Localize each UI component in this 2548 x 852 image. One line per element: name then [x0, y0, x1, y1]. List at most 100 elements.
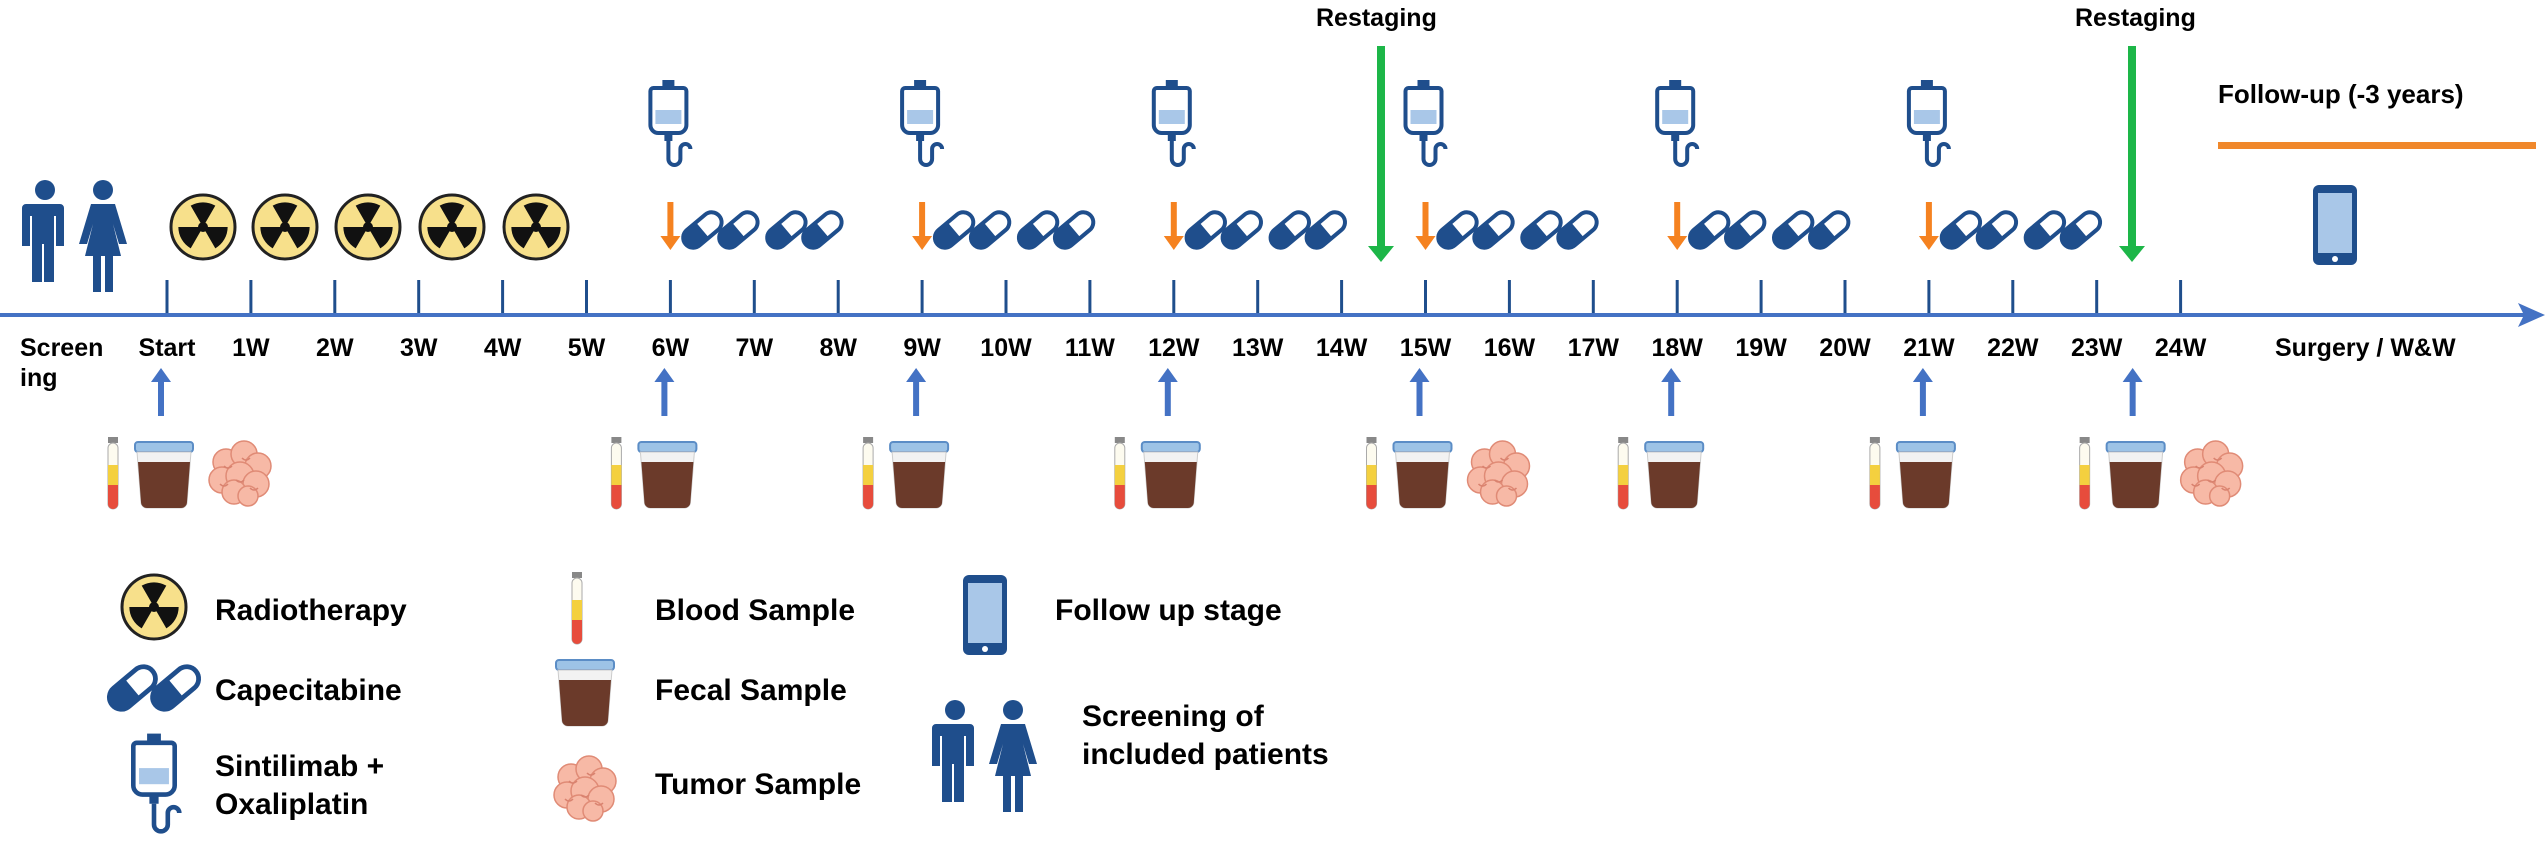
- tumor-icon: [208, 440, 272, 507]
- fecal-cup-icon: [1392, 441, 1453, 509]
- legend-tumor-icon: [553, 755, 617, 822]
- tick-label: 4W: [483, 334, 522, 362]
- phone-icon: [2313, 185, 2357, 265]
- tick-label: 12W: [1148, 334, 1200, 362]
- capsule-icon: [763, 208, 846, 252]
- capsule-icon: [2022, 208, 2105, 252]
- blood-tube-icon: [2079, 436, 2091, 510]
- radiation-icon: [502, 193, 570, 261]
- tick-label: 14W: [1315, 334, 1368, 362]
- radiation-icon: [251, 193, 319, 261]
- fecal-cup-icon: [2105, 441, 2166, 509]
- tick-label: 11W: [1064, 334, 1115, 362]
- blue-up-arrow: [2122, 368, 2143, 416]
- tick-label: 22W: [1987, 334, 2039, 362]
- tick-label: 13W: [1231, 334, 1284, 362]
- iv-bag-icon: [1655, 78, 1700, 167]
- tick-label: 24W: [2154, 334, 2207, 362]
- blue-up-arrow: [1409, 368, 1430, 416]
- orange-down-arrow: [1667, 202, 1688, 250]
- blue-up-arrow: [1912, 368, 1933, 416]
- tick-label: 17W: [1567, 334, 1619, 362]
- tumor-icon: [1466, 440, 1531, 507]
- restaging-label: Restaging: [1316, 4, 1437, 32]
- restaging-arrowhead: [2119, 246, 2145, 262]
- blue-up-arrow: [654, 368, 675, 416]
- orange-down-arrow: [1415, 202, 1436, 250]
- legend-tumor-label: Tumor Sample: [655, 768, 862, 801]
- capsule-icon: [1183, 208, 1266, 252]
- tick-label: 15W: [1399, 334, 1452, 362]
- fecal-cup-icon: [1895, 441, 1956, 509]
- capsule-icon: [1267, 208, 1350, 252]
- blood-tube-icon: [1366, 436, 1377, 510]
- blood-tube-icon: [862, 436, 874, 510]
- capsule-icon: [1015, 208, 1098, 252]
- followup-bar: [2218, 142, 2536, 149]
- tick-label: 1W: [232, 334, 270, 362]
- blood-tube-icon: [1114, 436, 1126, 510]
- legend-ivbag-icon: [133, 734, 179, 832]
- tick-label: 10W: [980, 334, 1032, 362]
- legend-woman-icon: [989, 700, 1037, 812]
- blood-tube-icon: [1617, 436, 1629, 510]
- tick-label: 20W: [1819, 334, 1871, 362]
- fecal-cup-icon: [1140, 441, 1201, 509]
- restaging-arrowhead: [1368, 246, 1394, 262]
- legend-phone-icon: [963, 575, 1007, 655]
- end-label: Surgery / W&W: [2275, 334, 2456, 362]
- iv-bag-icon: [648, 78, 693, 167]
- legend-followup-label: Follow up stage: [1055, 594, 1282, 627]
- tick-label: 21W: [1903, 334, 1955, 362]
- timeline-axis-arrowhead: [2518, 303, 2545, 327]
- woman-icon: [79, 180, 127, 292]
- blood-tube-icon: [107, 436, 119, 510]
- restaging-label: Restaging: [2075, 4, 2196, 32]
- iv-bag-icon: [900, 78, 945, 167]
- capsule-icon: [1686, 208, 1769, 252]
- capsule-icon: [931, 208, 1014, 252]
- restaging-bar: [2128, 46, 2136, 254]
- followup-label: Follow-up (-3 years): [2218, 79, 2464, 109]
- legend-cup-icon: [555, 659, 615, 727]
- tick-label: Start: [138, 334, 196, 362]
- blue-up-arrow: [906, 368, 927, 416]
- orange-down-arrow: [1918, 202, 1939, 250]
- tick-label: 3W: [399, 334, 438, 362]
- radiotherapy-week-icons: [169, 193, 570, 261]
- tick-label: 16W: [1483, 334, 1536, 362]
- tick-label: 19W: [1735, 334, 1787, 362]
- blue-up-arrow: [1157, 368, 1178, 416]
- tick-label: 9W: [903, 334, 941, 362]
- legend-man-icon: [932, 700, 974, 802]
- capsule-icon: [1434, 208, 1517, 252]
- legend-radiation-icon: [120, 573, 188, 641]
- fecal-cup-icon: [637, 441, 698, 509]
- radiation-icon: [418, 193, 486, 261]
- orange-down-arrow: [1163, 202, 1184, 250]
- tick-label: 2W: [316, 334, 354, 362]
- legend-capecitabine-label: Capecitabine: [215, 674, 402, 707]
- tick-label: 23W: [2070, 334, 2123, 362]
- radiation-icon: [169, 193, 237, 261]
- restaging-bar: [1377, 46, 1385, 254]
- legend-radiotherapy-label: Radiotherapy: [215, 594, 407, 627]
- legend-screening-label: Screening of included patients: [1082, 700, 1329, 771]
- legend-capsule-icon: [104, 662, 203, 714]
- iv-bag-icon: [1906, 78, 1951, 167]
- fecal-cup-icon: [134, 441, 194, 509]
- fecal-cup-icon: [889, 441, 950, 509]
- tick-label: 7W: [735, 334, 774, 362]
- blood-tube-icon: [610, 436, 622, 510]
- screening-label: Screen ing: [20, 334, 104, 392]
- tick-label: 8W: [819, 334, 857, 362]
- tumor-icon: [2179, 440, 2244, 507]
- man-icon: [22, 180, 64, 282]
- blood-tube-icon: [1869, 436, 1881, 510]
- blue-up-arrow: [151, 368, 171, 416]
- tick-label: 18W: [1651, 334, 1703, 362]
- tick-label: 6W: [651, 334, 690, 362]
- orange-down-arrow: [660, 202, 681, 250]
- fecal-cup-icon: [1644, 441, 1705, 509]
